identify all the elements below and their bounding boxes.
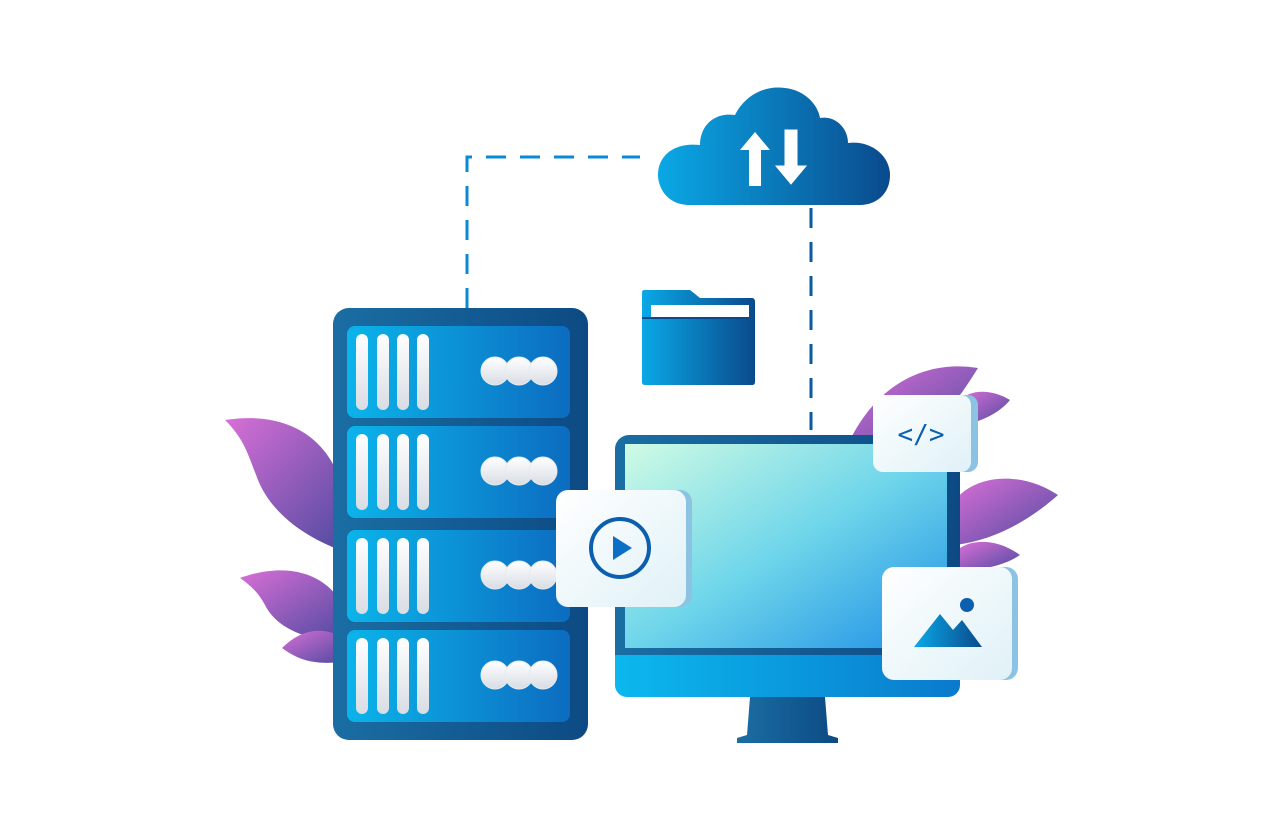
video-card (556, 490, 692, 607)
drive-bay (417, 434, 429, 510)
connection-lines (465, 155, 813, 430)
drive-bay (356, 538, 368, 614)
drive-bay (356, 334, 368, 410)
drive-bay (356, 638, 368, 714)
server-unit (347, 326, 570, 418)
drive-bay (377, 434, 389, 510)
drive-bay (377, 638, 389, 714)
leaf-decoration-left (225, 418, 348, 663)
status-light (528, 560, 558, 590)
play-icon (589, 517, 651, 579)
upload-download-arrows-icon (740, 129, 808, 186)
drive-bay (397, 434, 409, 510)
monitor-stand (737, 697, 838, 743)
server-unit (347, 630, 570, 722)
drive-bay (356, 434, 368, 510)
image-card (882, 567, 1018, 680)
server-rack (333, 308, 588, 740)
drive-bay (397, 638, 409, 714)
server-unit (347, 530, 570, 622)
code-card: </> (873, 395, 978, 472)
code-icon: </> (898, 420, 945, 450)
server-unit (347, 426, 570, 518)
folder-icon (642, 290, 755, 385)
drive-bay (377, 334, 389, 410)
drive-bay (397, 334, 409, 410)
status-light (528, 660, 558, 690)
drive-bay (377, 538, 389, 614)
status-light (528, 456, 558, 486)
cloud-icon (658, 87, 890, 205)
drive-bay (417, 334, 429, 410)
drive-bay (417, 538, 429, 614)
image-icon (914, 598, 982, 647)
drive-bay (417, 638, 429, 714)
status-light (528, 356, 558, 386)
drive-bay (397, 538, 409, 614)
